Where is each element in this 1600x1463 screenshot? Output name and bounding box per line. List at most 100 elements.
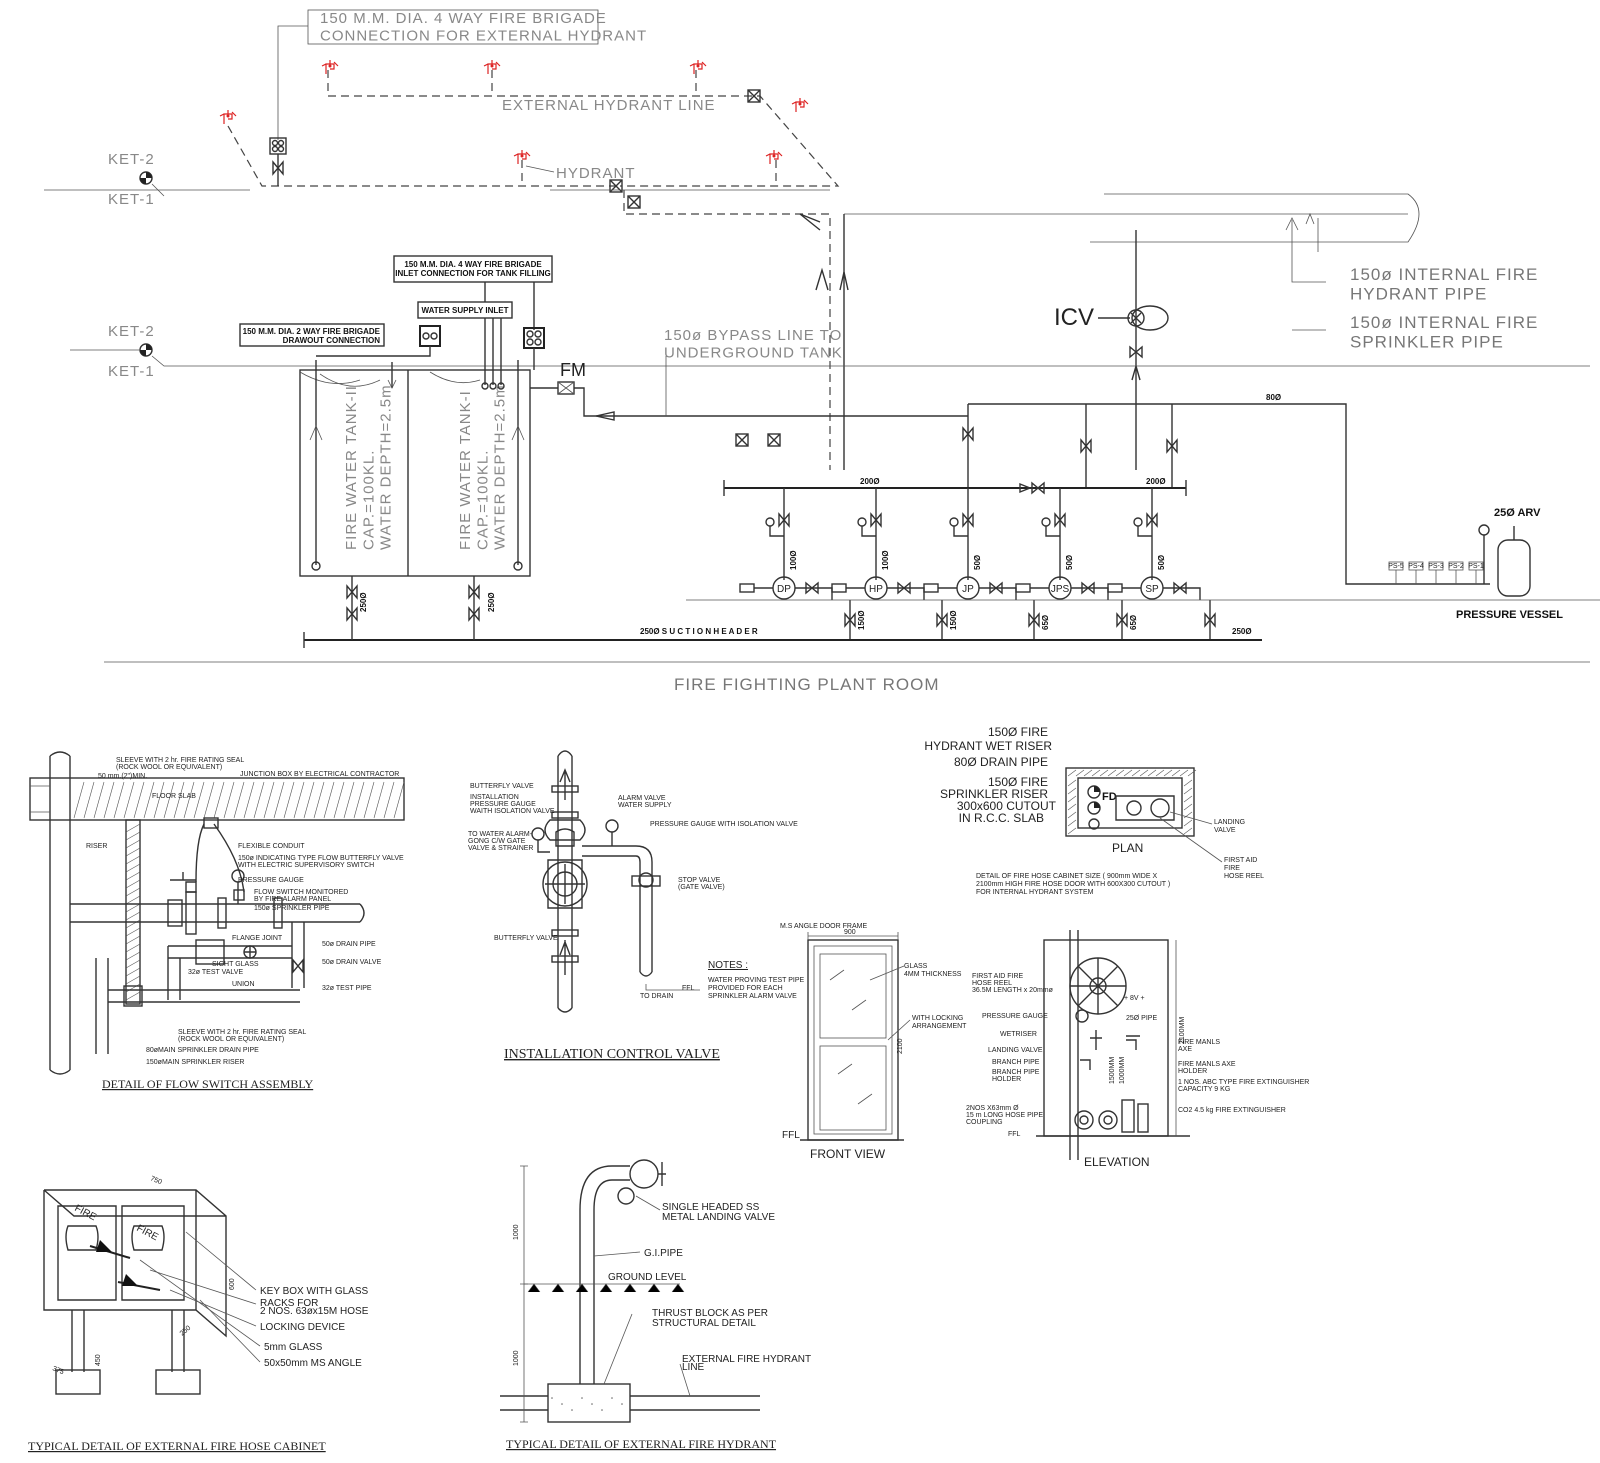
- size-200b: 200Ø: [1146, 477, 1166, 486]
- callout-label: KEY BOX WITH GLASS: [260, 1286, 369, 1297]
- elevation-height: 2100MM: [1179, 1017, 1186, 1044]
- callout-label: 50ø DRAIN VALVE: [322, 959, 382, 966]
- callout-label: 50x50mm MS ANGLE: [264, 1358, 362, 1369]
- elevation-title: ELEVATION: [1084, 1155, 1150, 1169]
- pressure-switch: PS-4: [1408, 563, 1424, 570]
- callout-label: FLOW SWITCH MONITORED: [254, 889, 348, 896]
- callout-label: PRESSURE GAUGE WITH ISOLATION VALVE: [650, 821, 798, 828]
- icv-title: INSTALLATION CONTROL VALVE: [504, 1047, 720, 1062]
- pump-label: DP: [777, 584, 791, 595]
- elevation-dim2: 1000MM: [1119, 1057, 1126, 1084]
- callout-label: FFL: [682, 985, 695, 992]
- callout-label: GROUND LEVEL: [608, 1272, 687, 1283]
- callout-label: 36.5M LENGTH x 20mmø: [972, 987, 1054, 994]
- external-hydrant-line-label: EXTERNAL HYDRANT LINE: [502, 97, 716, 114]
- callout-label: (GATE VALVE): [678, 884, 725, 891]
- callout-label: FLOOR SLAB: [152, 793, 196, 800]
- flow-switch-labels: SLEEVE WITH 2 hr. FIRE RATING SEAL(ROCK …: [86, 757, 404, 1066]
- ext-cabinet-title: TYPICAL DETAIL OF EXTERNAL FIRE HOSE CAB…: [28, 1439, 326, 1453]
- callout-label: CAPACITY 9 KG: [1178, 1086, 1230, 1093]
- callout-label: (ROCK WOOL OR EQUIVALENT): [178, 1036, 284, 1043]
- callout-label: WATER SUPPLY: [618, 802, 672, 809]
- size-250c: 250Ø: [1232, 627, 1252, 636]
- ffl-label: FFL: [782, 1130, 800, 1141]
- callout-label: ALARM VALVE: [618, 795, 666, 802]
- size-250b: 250Ø: [487, 592, 496, 612]
- pump-size: 50Ø: [973, 555, 982, 570]
- arv-label: 25Ø ARV: [1494, 507, 1541, 519]
- callout-label: SINGLE HEADED SS: [662, 1202, 760, 1213]
- wall-hatch: [125, 823, 141, 1001]
- water-supply-inlet-label: WATER SUPPLY INLET: [422, 306, 509, 315]
- callout-label: 32ø TEST PIPE: [322, 985, 372, 992]
- width-dim: 900: [844, 929, 856, 936]
- callout-label: WITH ELECTRIC SUPERVISORY SWITCH: [238, 862, 374, 869]
- callout-label: EXTERNAL FIRE HYDRANT: [682, 1354, 811, 1365]
- callout-label: HOLDER: [1178, 1068, 1207, 1075]
- callout-label: SLEEVE WITH 2 hr. FIRE RATING SEAL: [178, 1029, 306, 1036]
- callout-label: PRESSURE GAUGE: [470, 801, 536, 808]
- callout-label: COUPLING: [966, 1119, 1003, 1126]
- callout-label: FIRST AID FIRE: [972, 973, 1024, 980]
- callout-label: AXE: [1178, 1046, 1192, 1053]
- callout-label: BY FIRE ALARM PANEL: [254, 896, 331, 903]
- dim-600: 600: [229, 1278, 236, 1290]
- size-80: 80Ø: [1266, 393, 1281, 402]
- callout-label: METAL LANDING VALVE: [662, 1212, 775, 1223]
- suction-size: 150Ø: [857, 610, 866, 630]
- callout-label: 50ø DRAIN PIPE: [322, 941, 376, 948]
- ext-hydrant-title: TYPICAL DETAIL OF EXTERNAL FIRE HYDRANT: [506, 1437, 777, 1451]
- callout-label: 150ø SPRINKLER PIPE: [254, 905, 330, 912]
- fd-label: FD: [1102, 791, 1117, 803]
- callout-label: IN R.C.C. SLAB: [959, 811, 1044, 825]
- pump-size: 50Ø: [1065, 555, 1074, 570]
- pump-label: HP: [869, 584, 883, 595]
- callout-label: FFL: [1008, 1131, 1021, 1138]
- suction-header-label: 250Ø S U C T I O N H E A D E R: [640, 627, 758, 636]
- callout-label: TO DRAIN: [640, 993, 673, 1000]
- callout-label: FLEXIBLE CONDUIT: [238, 843, 305, 850]
- elevation-v: + 8V +: [1124, 995, 1145, 1002]
- ground-hatch: [527, 1283, 685, 1411]
- hydrant-dim1: 1000: [513, 1224, 520, 1240]
- callout-label: JUNCTION BOX BY ELECTRICAL CONTRACTOR: [240, 771, 399, 778]
- callout-label: FIRE MANLS: [1178, 1039, 1220, 1046]
- callout-label: CO2 4.5 kg FIRE EXTINGUISHER: [1178, 1107, 1286, 1114]
- pressure-vessel-label: PRESSURE VESSEL: [1456, 609, 1563, 621]
- callout-label: 2NOS X63mm Ø: [966, 1105, 1019, 1112]
- icv-label: ICV: [1054, 304, 1094, 331]
- callout-label: LANDING VALVE: [988, 1047, 1043, 1054]
- callout-label: 2 NOS. 63øx15M HOSE: [260, 1306, 369, 1317]
- callout-label: 32ø TEST VALVE: [188, 969, 243, 976]
- elevation-dim1: 1500MM: [1109, 1057, 1116, 1084]
- dim-250: 250: [179, 1325, 193, 1338]
- elevation-pipe: 25Ø PIPE: [1126, 1015, 1157, 1022]
- callout-label: BUTTERFLY VALVE: [494, 935, 558, 942]
- ket1-top: KET-1: [108, 191, 155, 208]
- hydrant-label: HYDRANT: [556, 165, 636, 182]
- door-frame-label: M.S ANGLE DOOR FRAME: [780, 923, 867, 930]
- dim-450: 450: [95, 1354, 102, 1366]
- callout-label: TO WATER ALARM-: [468, 831, 533, 838]
- callout-label: 300x600 CUTOUT: [957, 799, 1057, 813]
- callout-label: GONG C/W GATE: [468, 838, 526, 845]
- callout-label: 80Ø DRAIN PIPE: [954, 755, 1048, 769]
- callout-label: STRUCTURAL DETAIL: [652, 1318, 756, 1329]
- fm-label: FM: [560, 360, 586, 380]
- callout-label: SPRINKLER RISER: [940, 787, 1048, 801]
